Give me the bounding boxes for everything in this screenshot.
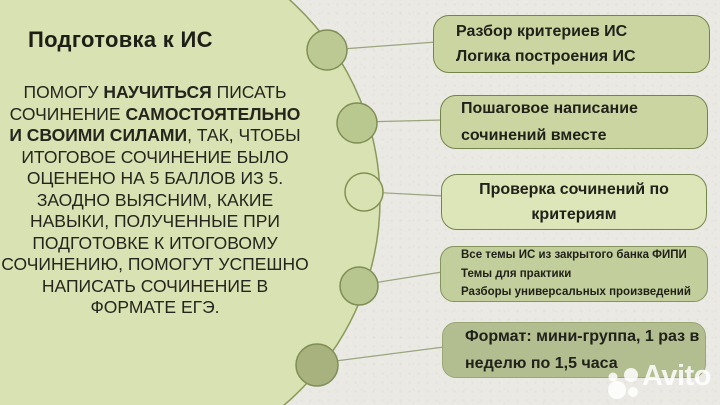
- topic-box-line: Все темы ИС из закрытого банка ФИПИ: [461, 249, 687, 262]
- description-segment: ПОМОГУ: [23, 82, 104, 102]
- topic-box-line: Логика построения ИС: [456, 48, 636, 65]
- description-segment: ПИСАТЬ СОЧИНЕНИЕ: [9, 82, 287, 124]
- description-bold-segment: НАУЧИТЬСЯ: [103, 82, 212, 102]
- topic-box-materials: Все темы ИС из закрытого банка ФИПИ Темы…: [440, 246, 708, 302]
- topic-box-line: Разборы универсальных произведений: [461, 286, 691, 299]
- topic-box-line: Пошаговое написание: [461, 100, 638, 117]
- topic-box-line: сочинений вместе: [461, 127, 607, 144]
- description-bold-segment: САМОСТОЯТЕЛЬНО И СВОИМИ СИЛАМИ: [9, 103, 301, 146]
- description-segment: , ТАК, ЧТОБЫ ИТОГОВОЕ СОЧИНЕНИЕ БЫЛО ОЦЕ…: [1, 125, 309, 317]
- avito-watermark-label: Avito: [642, 360, 711, 392]
- topic-box-line: критериям: [531, 206, 617, 223]
- node-circle-2: [336, 102, 378, 144]
- avito-watermark: Avito: [604, 360, 720, 404]
- topic-box-line: Разбор критериев ИС: [456, 23, 628, 40]
- topic-box-line: Проверка сочинений по: [479, 181, 669, 198]
- topic-box-line: неделю по 1,5 часа: [465, 355, 618, 372]
- topic-box-criteria: Разбор критериев ИС Логика построения ИС: [433, 15, 710, 73]
- node-circle-3: [344, 172, 384, 212]
- topic-box-essay-checking: Проверка сочинений по критериям: [441, 174, 707, 230]
- topic-box-format: Формат: мини-группа, 1 раз в неделю по 1…: [442, 322, 706, 378]
- slide-title: Подготовка к ИС: [28, 27, 213, 52]
- node-circle-1: [306, 29, 348, 71]
- node-circle-4: [339, 266, 379, 306]
- topic-box-line: Темы для практики: [461, 267, 572, 280]
- avito-logo-dots-icon: [608, 368, 638, 399]
- topic-box-line: Формат: мини-группа, 1 раз в: [465, 328, 700, 345]
- topic-box-stepwise-writing: Пошаговое написание сочинений вместе: [440, 95, 708, 149]
- connector-line-5: [319, 346, 445, 364]
- slide-description: ПОМОГУ НАУЧИТЬСЯ ПИСАТЬ СОЧИНЕНИЕ САМОСТ…: [1, 82, 309, 319]
- node-circle-5: [295, 343, 339, 387]
